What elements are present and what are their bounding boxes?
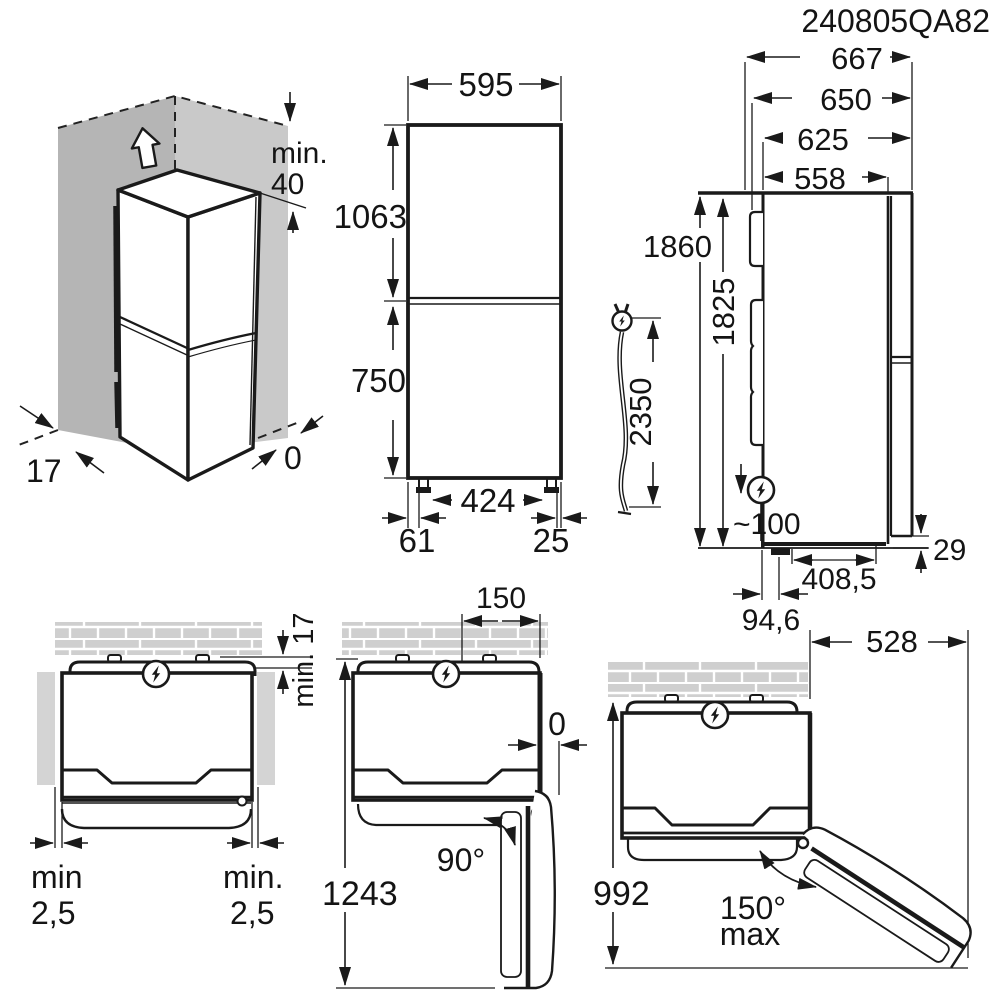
side-foot bbox=[771, 548, 790, 555]
power-connection-icon bbox=[746, 475, 776, 505]
brick-wall bbox=[608, 662, 808, 697]
dim-zero-gap: 0 bbox=[548, 706, 566, 742]
dim-rear-clearance: min. 17 bbox=[288, 612, 320, 707]
dim-right-gap-value: 2,5 bbox=[230, 895, 274, 931]
power-connection-icon bbox=[141, 659, 171, 689]
fridge-top-view bbox=[351, 654, 543, 827]
dim-base-recess: 408,5 bbox=[801, 563, 876, 596]
dim-upper-height: 1063 bbox=[334, 198, 407, 235]
up-arrow-icon bbox=[130, 127, 161, 170]
dim-cabinet-depth: 558 bbox=[794, 161, 846, 196]
figure-corner-3d: min. 40 17 0 bbox=[15, 92, 328, 489]
dim-lower-height: 750 bbox=[351, 362, 406, 399]
dim-front-width: 595 bbox=[458, 66, 513, 103]
open-door-90 bbox=[500, 789, 556, 990]
dim-cabinet-height: 1825 bbox=[706, 278, 741, 347]
dim-open-depth-150: 992 bbox=[593, 875, 650, 913]
swing-arc-150 bbox=[759, 850, 817, 890]
power-connection-icon bbox=[700, 700, 730, 730]
dim-depth-with-door: 625 bbox=[797, 122, 849, 157]
fridge-top-view bbox=[60, 654, 257, 830]
fridge-isometric bbox=[113, 127, 262, 482]
dim-corner-min-value: 40 bbox=[271, 168, 304, 201]
dim-open-depth-90: 1243 bbox=[322, 875, 398, 913]
plug-icon bbox=[611, 302, 633, 332]
left-cabinet-panel bbox=[37, 672, 55, 785]
side-door bbox=[889, 193, 914, 538]
dim-cord-offset: ~100 bbox=[733, 508, 801, 541]
dim-corner-zero-gap: 0 bbox=[284, 440, 302, 476]
figure-front-view: 595 1063 750 424 61 25 bbox=[334, 66, 587, 559]
door-hinge-pin bbox=[236, 795, 248, 807]
swing-arc-90 bbox=[483, 816, 516, 846]
dim-depth-with-wall: 667 bbox=[831, 41, 883, 76]
dim-depth-overall: 650 bbox=[820, 82, 872, 117]
dim-left-gap-value: 2,5 bbox=[31, 895, 75, 931]
wall-top-edge-dashed bbox=[57, 94, 289, 129]
fridge-front-outline bbox=[406, 123, 563, 480]
dim-angle-90: 90° bbox=[437, 842, 485, 878]
dim-cord-length: 2350 bbox=[623, 378, 658, 447]
dim-door-swing: 528 bbox=[866, 624, 918, 659]
door-handle-upper bbox=[113, 205, 120, 373]
figure-top-view-closed: min. 17 min 2,5 min. 2,5 bbox=[30, 612, 320, 931]
floor-edge-left-dashed bbox=[15, 429, 59, 447]
right-cabinet-panel bbox=[257, 672, 275, 785]
rear-spacer-upper bbox=[748, 210, 763, 268]
dim-left-gap-label: min bbox=[31, 859, 83, 895]
power-connection-icon bbox=[431, 659, 461, 689]
figure-side-view: 667 650 625 558 1860 1825 2350 ~ bbox=[611, 41, 966, 637]
fridge-top-view bbox=[620, 694, 813, 862]
door-handle-lower bbox=[114, 381, 121, 429]
dim-side-clearance: 150 bbox=[476, 582, 526, 615]
dim-total-height: 1860 bbox=[643, 229, 712, 264]
dim-wall-thickness: 17 bbox=[26, 453, 62, 489]
dim-corner-min-label: min. bbox=[271, 137, 328, 170]
brick-wall bbox=[342, 622, 548, 655]
rear-spacer-lower bbox=[749, 298, 763, 447]
dim-angle-150: 150° bbox=[720, 890, 786, 926]
dim-feet-span: 424 bbox=[460, 482, 515, 519]
feet bbox=[416, 478, 559, 493]
dim-rear-bottom-gap: 29 bbox=[933, 534, 966, 567]
floor-edge-right-dashed bbox=[257, 420, 303, 439]
figure-top-view-150: 528 150° max 992 bbox=[593, 624, 972, 969]
door-hinge-pin bbox=[796, 836, 810, 850]
figure-top-view-90: 150 0 90° 1243 bbox=[322, 582, 587, 990]
dim-right-offset: 25 bbox=[533, 522, 570, 559]
dim-right-gap-label: min. bbox=[223, 859, 283, 895]
dim-left-offset: 61 bbox=[399, 522, 436, 559]
power-cord bbox=[611, 302, 633, 516]
part-number: 240805QA82 bbox=[801, 3, 990, 39]
dim-angle-max-label: max bbox=[720, 916, 780, 952]
open-door-150 bbox=[801, 826, 972, 969]
brick-wall bbox=[55, 622, 262, 655]
dim-foot-inset: 94,6 bbox=[742, 604, 800, 637]
